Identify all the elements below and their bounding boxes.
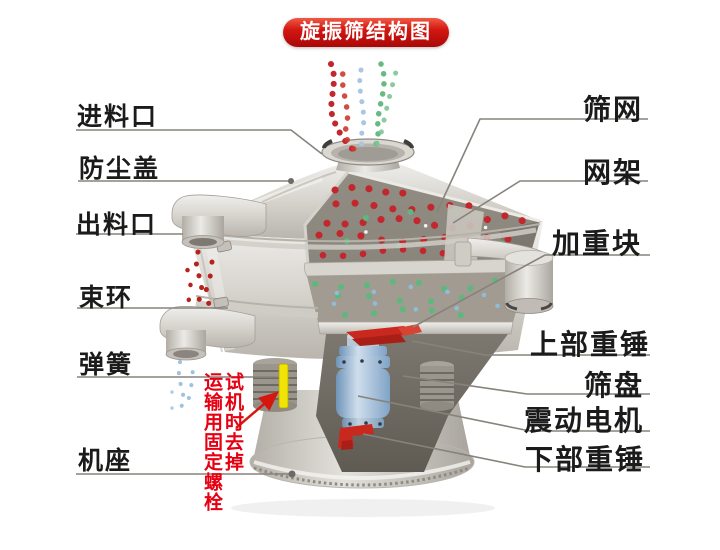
label-upper-weight: 上部重锤 [530,329,651,360]
leader-weight-block [412,254,650,328]
label-screen-tray: 筛盘 [584,370,645,401]
green-stream [369,61,387,155]
leader-vibration-motor [357,395,650,432]
title-badge: 旋振筛结构图 [283,18,449,47]
label-clamp-ring: 束环 [79,284,134,312]
label-screen-mesh: 筛网 [583,94,644,125]
leader-upper-weight [411,340,650,356]
label-mesh-frame: 网架 [583,157,644,188]
transport-bolt-highlight [278,363,289,409]
lower-discharge-spout [159,306,256,418]
lower-weight-shape [338,424,374,450]
label-dust-cover: 防尘盖 [79,155,161,183]
leader-feed-inlet [76,129,323,155]
annotation-arrow [235,391,279,429]
leader-lower-weight [362,433,650,468]
label-feed-inlet: 进料口 [77,103,159,131]
interior-lower-deck [307,272,528,322]
feed-inlet-shape [321,138,415,173]
label-discharge-outlet: 出料口 [76,211,158,239]
feed-particle-streams [328,61,400,156]
leader-screen-tray [402,375,650,395]
label-machine-base: 机座 [78,447,133,475]
red-falling-particles [185,249,215,307]
transport-bolt-annotation: 试机时去掉 运输用固定螺栓 [201,372,243,512]
leader-mesh-frame [452,180,648,224]
blue-falling-particles [169,360,195,418]
upper-weight-shape [346,324,422,346]
label-vibration-motor: 震动电机 [524,405,645,436]
spring-left [253,358,297,412]
label-weight-block: 加重块 [552,228,643,259]
red-stream [328,61,359,155]
ground-shadow [231,499,495,517]
label-spring: 弹簧 [79,351,134,379]
leader-screen-mesh [436,118,648,213]
spring-right [420,361,454,411]
label-lower-weight: 下部重锤 [525,444,646,475]
upper-discharge-spout [171,194,267,307]
page-title: 旋振筛结构图 [300,21,432,43]
right-discharge-spout [454,237,554,314]
leader-lines [76,118,650,478]
blue-stream [357,67,367,155]
